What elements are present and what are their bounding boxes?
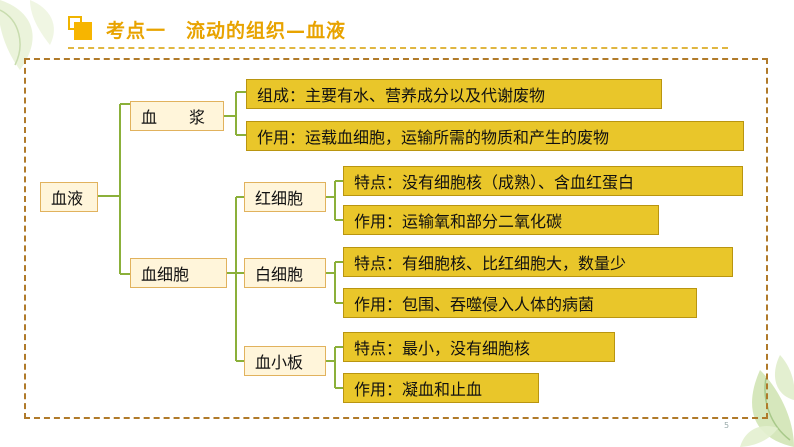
plasma-node: 血 浆 [130,101,224,131]
plasma-composition-box: 组成：主要有水、营养成分以及代谢废物 [246,79,662,109]
white-cell-node: 白细胞 [244,258,326,288]
platelet-node: 血小板 [244,346,326,376]
page-number: 5 [724,421,730,430]
red-cell-node: 红细胞 [244,182,326,212]
platelet-feature-box: 特点：最小，没有细胞核 [343,332,615,362]
content-frame [24,58,768,419]
slide-title: 考点一 流动的组织—血液 [68,14,346,44]
red-cell-feature-box: 特点：没有细胞核（成熟）、含血红蛋白 [343,166,743,196]
blood-cells-node: 血细胞 [130,258,227,288]
root-node-blood: 血液 [40,182,98,212]
red-cell-function-box: 作用：运输氧和部分二氧化碳 [343,205,659,235]
title-square-icon [68,16,96,42]
plasma-function-box: 作用：运载血细胞，运输所需的物质和产生的废物 [246,121,744,151]
white-cell-feature-box: 特点：有细胞核、比红细胞大，数量少 [343,247,733,277]
platelet-function-box: 作用：凝血和止血 [343,373,539,403]
leaf-decoration-top-left [0,0,54,70]
leaf-decoration-bottom-right [740,355,794,447]
title-divider [68,47,728,49]
title-text: 考点一 流动的组织—血液 [106,19,347,42]
white-cell-function-box: 作用：包围、吞噬侵入人体的病菌 [343,288,697,318]
